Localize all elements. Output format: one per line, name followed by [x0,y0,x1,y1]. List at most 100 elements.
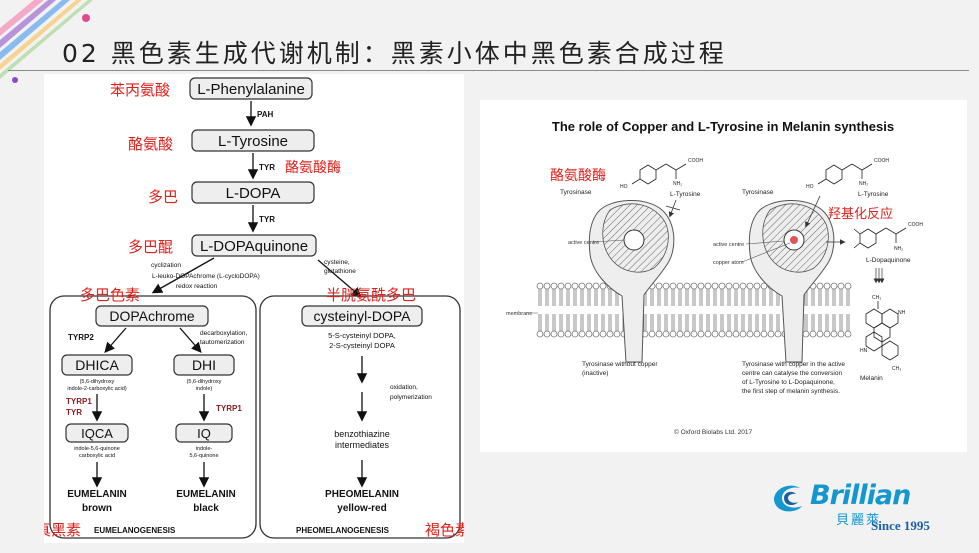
label-tyrosinase-right: Tyrosinase [742,189,774,196]
pathway-diagram: 苯丙氨酸 酪氨酸 多巴 多巴醌 L-Phenylalanine PAH L-Ty… [36,77,470,539]
node-dopa: L-DOPA [226,185,281,202]
note-decarboxylation: decarboxylation, [200,330,248,337]
l-dopaquinone-structure [853,227,907,249]
enzyme-tyr-1: TYR [259,163,275,172]
title-divider [8,70,969,71]
label-copper-atom: copper atom [713,260,744,266]
enzyme-tyr-2: TYR [259,215,275,224]
caption-right-line-1: Tyrosinase with copper in the active [742,361,845,368]
label-hn: HN [860,348,868,354]
cn-label-tyrosinase-right-panel: 酪氨酸酶 [550,168,606,184]
logo-since-year: Since 1995 [871,518,930,533]
cn-label-tyrosinase: 酪氨酸酶 [285,160,341,176]
note-cysteinyl-isomer-2: 2-S-cysteinyl DOPA [329,341,395,350]
label-l-tyrosine-right: L-Tyrosine [858,191,889,198]
note-redox-reaction: redox reaction [176,283,218,290]
brillian-logo: Brillian 貝麗萊 Since 1995 [768,478,948,542]
note-tautomerization: tautomerization [200,339,245,346]
label-ho-right: HO [806,184,814,190]
node-benzothiazine-2: intermediates [335,440,390,450]
cn-label-dopachrome: 多巴色素 [80,286,140,304]
note-cysteine: cysteine, [324,259,350,266]
node-benzothiazine-1: benzothiazine [334,429,390,439]
label-ho-left: HO [620,184,628,190]
figure-copyright: © Oxford Biolabs Ltd. 2017 [674,428,753,436]
label-active-centre-left: active centre [568,240,599,246]
node-box-dhi [173,354,235,376]
node-box-dopachrome [95,305,209,327]
pathway-diagram-panel: 苯丙氨酸 酪氨酸 多巴 多巴醌 L-Phenylalanine PAH L-Ty… [36,74,470,543]
cn-label-dopaquinone: 多巴醌 [128,238,173,256]
cn-label-hydroxylation: 羟基化反应 [828,206,893,222]
note-dhica-name-1: (5,6-dihydroxy [80,379,115,385]
note-iq-name-2: 5,6-quinone [189,453,218,459]
label-nh: NH [898,310,906,316]
cn-label-pheomelanin: 褐色素 [425,521,464,539]
label-l-dopaquinone: L-Dopaquinone [866,257,911,264]
node-cysteinyl-dopa: cysteinyl-DOPA [314,308,412,324]
label-cooh-right: COOH [874,158,889,164]
cn-label-cysteinyl-dopa: 半胱氨酰多巴 [326,286,416,304]
note-iq-name-1: indole- [196,446,213,452]
product-eumelanin-black: EUMELANIN [176,489,235,500]
node-dopaquinone: L-DOPAquinone [200,238,308,255]
label-l-tyrosine-left: L-Tyrosine [670,191,701,198]
node-box-dopaquinone [191,234,317,257]
pheomelanogenesis-group [259,295,461,539]
melanin-structure [865,301,899,361]
node-dhica: DHICA [75,357,119,373]
label-active-centre-right: active centre [713,242,744,248]
enzyme-tyrp1-a: TYRP1 [66,397,92,406]
node-box-dopa [191,181,315,204]
node-box-phenylalanine [189,77,313,100]
corner-ribbon-decoration [0,0,93,83]
node-iq: IQ [197,426,211,441]
label-ch3-top: CH₃ [872,295,881,301]
tyrosinase-active-shape [748,199,835,363]
enzyme-tyrp2: TYRP2 [68,333,94,342]
cn-label-phenylalanine: 苯丙氨酸 [110,81,170,99]
node-dhi: DHI [192,357,216,373]
product-eumelanin-brown-color: brown [82,503,112,514]
note-dhi-name-1: (5,6-dihydroxy [187,379,222,385]
note-polymerization: polymerization [390,394,432,401]
cn-label-tyrosine: 酪氨酸 [128,135,173,153]
node-box-iq [175,423,233,443]
label-eumelanogenesis: EUMELANOGENESIS [94,526,176,535]
label-ch3-bottom: CH₃ [892,366,901,372]
note-glutathione: glutathione [324,268,356,275]
caption-left-line-2: (inactive) [582,370,608,377]
label-membrane: membrane [506,311,532,317]
caption-right-line-3: of L-Tyrosine to L-Dopaquinone, [742,379,835,386]
cn-label-eumelanin: 真黑素 [44,521,81,539]
node-phenylalanine: L-Phenylalanine [197,81,305,98]
label-cooh-dopaquinone: COOH [908,222,923,228]
copper-tyrosine-figure-panel: The role of Copper and L-Tyrosine in Mel… [480,100,967,452]
node-iqca: IQCA [81,426,113,441]
caption-right-line-4: the first step of melanin synthesis. [742,388,840,395]
note-oxidation: oxidation, [390,384,418,391]
eumelanogenesis-group [49,295,257,539]
l-tyrosine-structure-left [631,163,687,185]
node-box-dhica [61,354,133,376]
label-tyrosinase-left: Tyrosinase [560,189,592,196]
node-box-iqca [65,423,129,443]
node-box-cysteinyl-dopa [301,305,423,327]
product-eumelanin-brown: EUMELANIN [67,489,126,500]
product-pheomelanin: PHEOMELANIN [325,489,399,500]
caption-right-line-2: centre can catalyse the conversion [742,370,842,377]
enzyme-pah: PAH [257,110,274,119]
product-eumelanin-black-color: black [193,503,219,514]
note-iqca-name-1: indole-5,6-quinone [74,446,120,452]
node-dopachrome: DOPAchrome [109,308,195,324]
label-cooh-left: COOH [688,158,703,164]
note-dhi-name-2: indole) [196,386,213,392]
enzyme-tyrp1-b: TYRP1 [216,404,242,413]
note-cysteinyl-isomer-1: 5-S-cysteinyl DOPA, [328,331,396,340]
logo-chinese-name: 貝麗萊 [836,513,882,528]
cn-label-dopa: 多巴 [148,188,178,206]
note-iqca-name-2: carboxylic acid [79,453,115,459]
figure-title: The role of Copper and L-Tyrosine in Mel… [552,119,894,134]
node-tyrosine: L-Tyrosine [218,133,288,150]
slide-title: 02 黑色素生成代谢机制：黑素小体中黑色素合成过程 [62,39,727,68]
